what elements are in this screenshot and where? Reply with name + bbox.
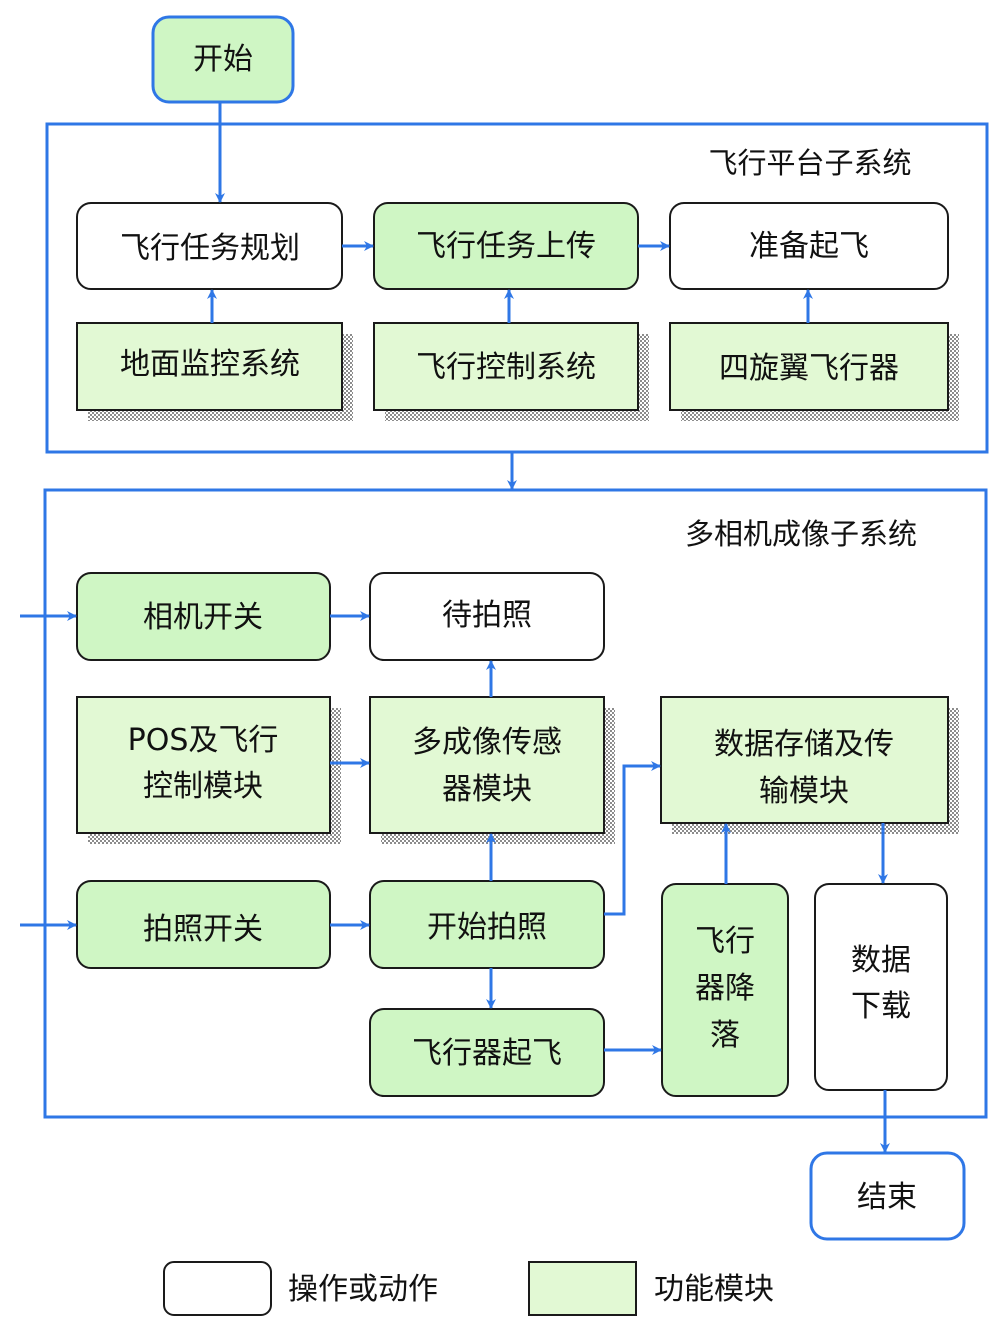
sensor-module-label-2: 器模块 [442,772,532,807]
pos-module-label-1: POS及飞行 [128,723,279,758]
legend-action-label: 操作或动作 [288,1272,438,1307]
pos-module-box [76,696,331,834]
download-label-1: 数据 [851,943,911,978]
camera-subsystem-title: 多相机成像子系统 [685,517,917,551]
ready-takeoff-label: 准备起飞 [749,229,869,264]
ground-monitor-label: 地面监控系统 [120,347,300,382]
task-upload-label: 飞行任务上传 [416,229,596,264]
ground-monitor-box [76,322,343,411]
flight-control-box [373,322,639,411]
quadrotor-label: 四旋翼飞行器 [719,351,899,386]
start-label: 开始 [193,42,253,77]
end-label: 结束 [857,1180,917,1215]
aircraft-takeoff-label: 飞行器起飞 [412,1036,562,1071]
storage-module-label-1: 数据存储及传 [714,727,894,762]
wait-photo-label: 待拍照 [442,598,532,633]
legend-module-label: 功能模块 [654,1272,774,1307]
flight-platform-subsystem [45,122,989,454]
landing-label-1: 飞行 [695,924,755,959]
landing-label-3: 落 [710,1018,740,1053]
legend-action-swatch [163,1261,272,1316]
download-box [814,883,948,1091]
start-terminal [151,15,295,104]
arrow-start-photo-to-storage [604,761,661,916]
connectors [20,102,890,1153]
end-terminal [809,1151,966,1241]
download-label-2: 下载 [851,989,911,1024]
start-photo-label: 开始拍照 [427,910,547,945]
quadrotor-box [669,322,949,411]
start-photo-box [369,880,605,969]
pos-module-label-2: 控制模块 [143,769,263,804]
sensor-module-box [369,696,605,834]
storage-module-label-2: 输模块 [759,774,849,809]
aircraft-takeoff-box [369,1008,605,1097]
photo-switch-label: 拍照开关 [143,912,263,947]
flight-platform-title: 飞行平台子系统 [708,146,911,180]
storage-module-box [660,696,949,824]
task-planning-label: 飞行任务规划 [120,231,300,266]
landing-label-2: 器降 [695,971,755,1006]
camera-subsystem [43,488,988,1119]
flight-control-label: 飞行控制系统 [416,350,596,385]
sensor-module-label-1: 多成像传感 [412,725,562,760]
camera-switch-label: 相机开关 [143,600,263,635]
legend-module-swatch [528,1261,637,1316]
